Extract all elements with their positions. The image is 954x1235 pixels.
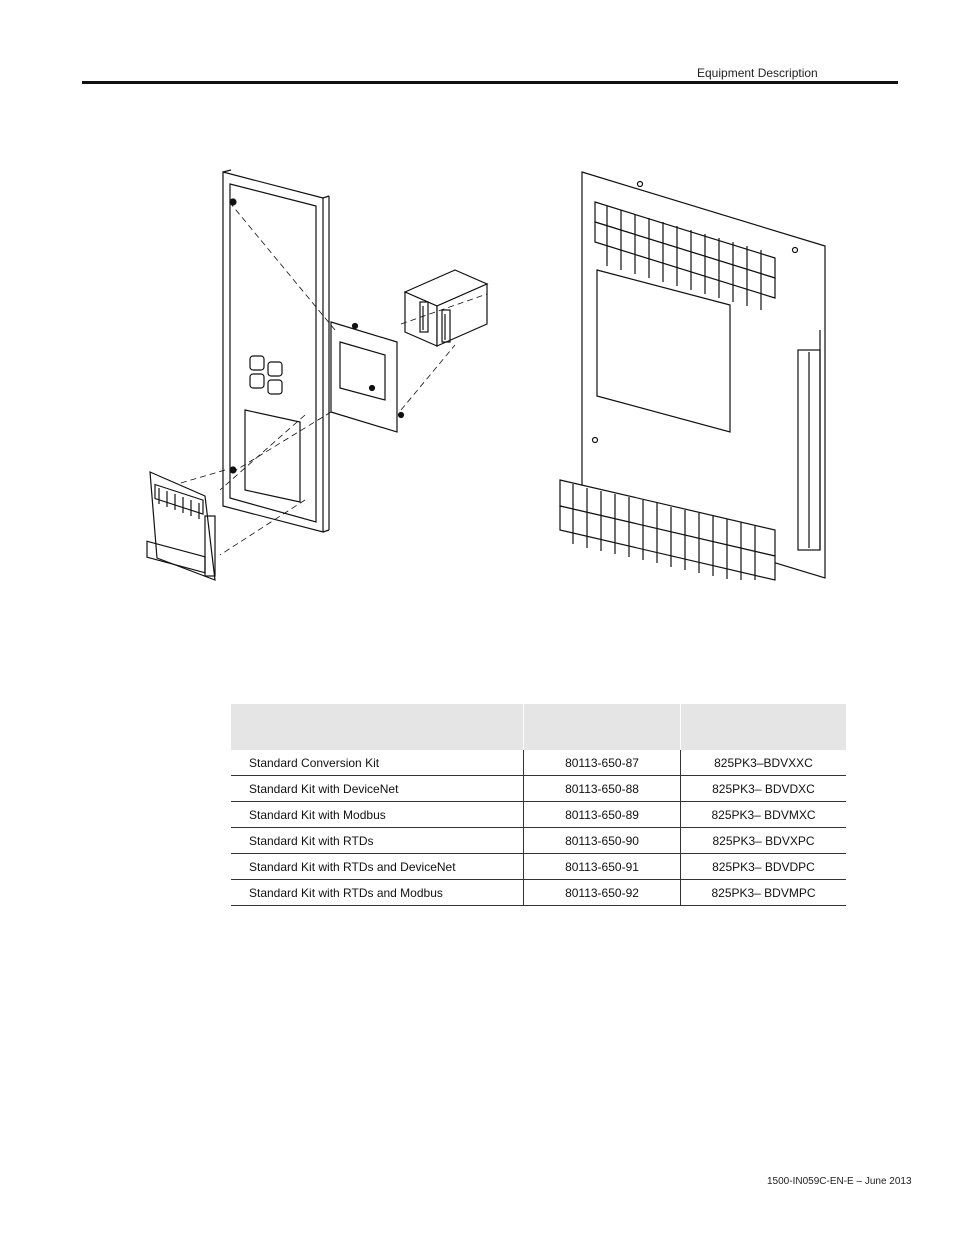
- kit-part-number: 80113-650-90: [523, 827, 681, 854]
- kit-catalog-number: 825PK3– BDVMPC: [680, 879, 846, 906]
- document-id-footer: 1500-IN059C-EN-E – June 2013: [767, 1176, 912, 1187]
- relay-unit: [403, 269, 489, 347]
- table-row: Standard Kit with RTDs and DeviceNet 801…: [231, 853, 846, 880]
- large-terminal-board: [559, 171, 826, 581]
- kit-description: Standard Kit with RTDs and Modbus: [231, 879, 524, 906]
- table-header-row: [231, 704, 846, 750]
- door-panel: [222, 169, 330, 533]
- kit-description: Standard Kit with Modbus: [231, 801, 524, 828]
- kit-description: Standard Conversion Kit: [231, 750, 524, 776]
- mounting-plate: [330, 321, 405, 433]
- exploded-assembly-drawing: [146, 169, 826, 581]
- kit-description: Standard Kit with RTDs: [231, 827, 524, 854]
- kit-catalog-number: 825PK3–BDVXXC: [680, 750, 846, 776]
- kit-catalog-number: 825PK3– BDVMXC: [680, 801, 846, 828]
- conversion-kit-table: Standard Conversion Kit 80113-650-87 825…: [231, 704, 846, 906]
- running-header: Equipment Description: [697, 66, 818, 80]
- table-row: Standard Conversion Kit 80113-650-87 825…: [231, 750, 846, 776]
- header-rule: [82, 81, 898, 84]
- small-terminal-board: [146, 471, 216, 581]
- table-row: Standard Kit with Modbus 80113-650-89 82…: [231, 801, 846, 828]
- kit-description: Standard Kit with DeviceNet: [231, 775, 524, 802]
- kit-part-number: 80113-650-92: [523, 879, 681, 906]
- kit-description: Standard Kit with RTDs and DeviceNet: [231, 853, 524, 880]
- kit-part-number: 80113-650-89: [523, 801, 681, 828]
- kit-part-number: 80113-650-87: [523, 750, 681, 776]
- conversion-kit-figure: [135, 160, 845, 600]
- kit-part-number: 80113-650-88: [523, 775, 681, 802]
- table-row: Standard Kit with RTDs 80113-650-90 825P…: [231, 827, 846, 854]
- header-cell-description: [231, 704, 524, 750]
- table-row: Standard Kit with DeviceNet 80113-650-88…: [231, 775, 846, 802]
- kit-part-number: 80113-650-91: [523, 853, 681, 880]
- table-row: Standard Kit with RTDs and Modbus 80113-…: [231, 879, 846, 906]
- kit-catalog-number: 825PK3– BDVDXC: [680, 775, 846, 802]
- kit-catalog-number: 825PK3– BDVXPC: [680, 827, 846, 854]
- header-cell-catalog-number: [680, 704, 846, 750]
- kit-catalog-number: 825PK3– BDVDPC: [680, 853, 846, 880]
- header-cell-part-number: [523, 704, 681, 750]
